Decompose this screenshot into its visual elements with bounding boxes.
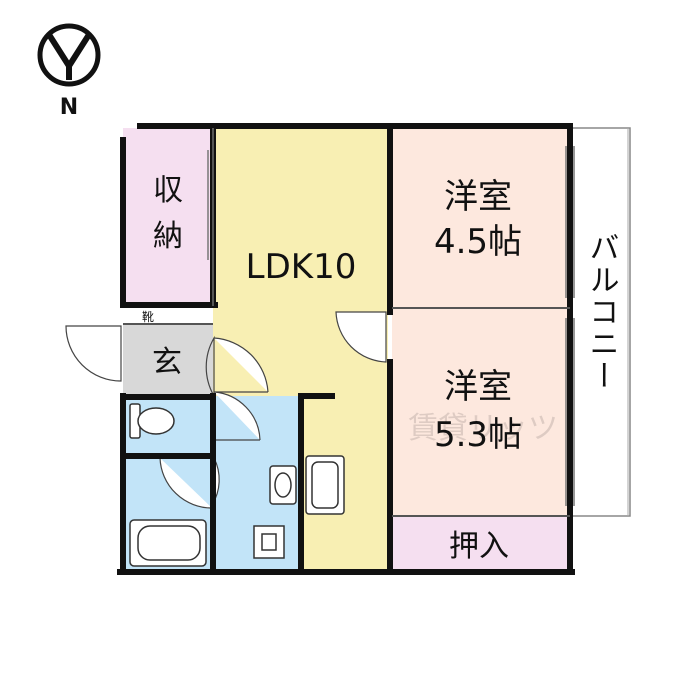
balcony-label: バルコニー [584, 232, 619, 392]
ldk-label: LDK10 [246, 247, 357, 287]
western-room-1-area [392, 128, 568, 308]
watermark: 賃貸リッツ [408, 411, 558, 446]
closet-area [392, 516, 568, 570]
western-room-2-name: 洋室 [444, 367, 512, 407]
storage-area [123, 128, 213, 306]
kitchen-sink-fixture [305, 455, 345, 515]
shoe-box-label: 靴 [142, 310, 154, 324]
thin-partitions [123, 128, 570, 517]
western-room-2-area [392, 308, 568, 516]
north-arrow-icon [37, 23, 101, 87]
toilet-fixture [129, 403, 175, 439]
shoe-box-area [123, 306, 213, 324]
storage-label-bottom: 納 [153, 219, 183, 254]
bathtub-fixture [129, 519, 207, 567]
western-room-1-name: 洋室 [444, 177, 512, 217]
entrance-label: 玄 [152, 345, 182, 380]
western-room-2-size: 5.3帖 [434, 415, 522, 455]
balcony-area [571, 127, 631, 517]
entrance-area [123, 324, 213, 396]
walls [117, 123, 575, 575]
closet-label: 押入 [449, 529, 509, 564]
storage-label-top: 収 [153, 173, 183, 208]
north-label: N [60, 95, 78, 120]
washing-machine-fixture [253, 525, 285, 559]
western-room-1-size: 4.5帖 [434, 222, 522, 262]
windows [207, 146, 575, 506]
washbasin-fixture [269, 465, 297, 505]
